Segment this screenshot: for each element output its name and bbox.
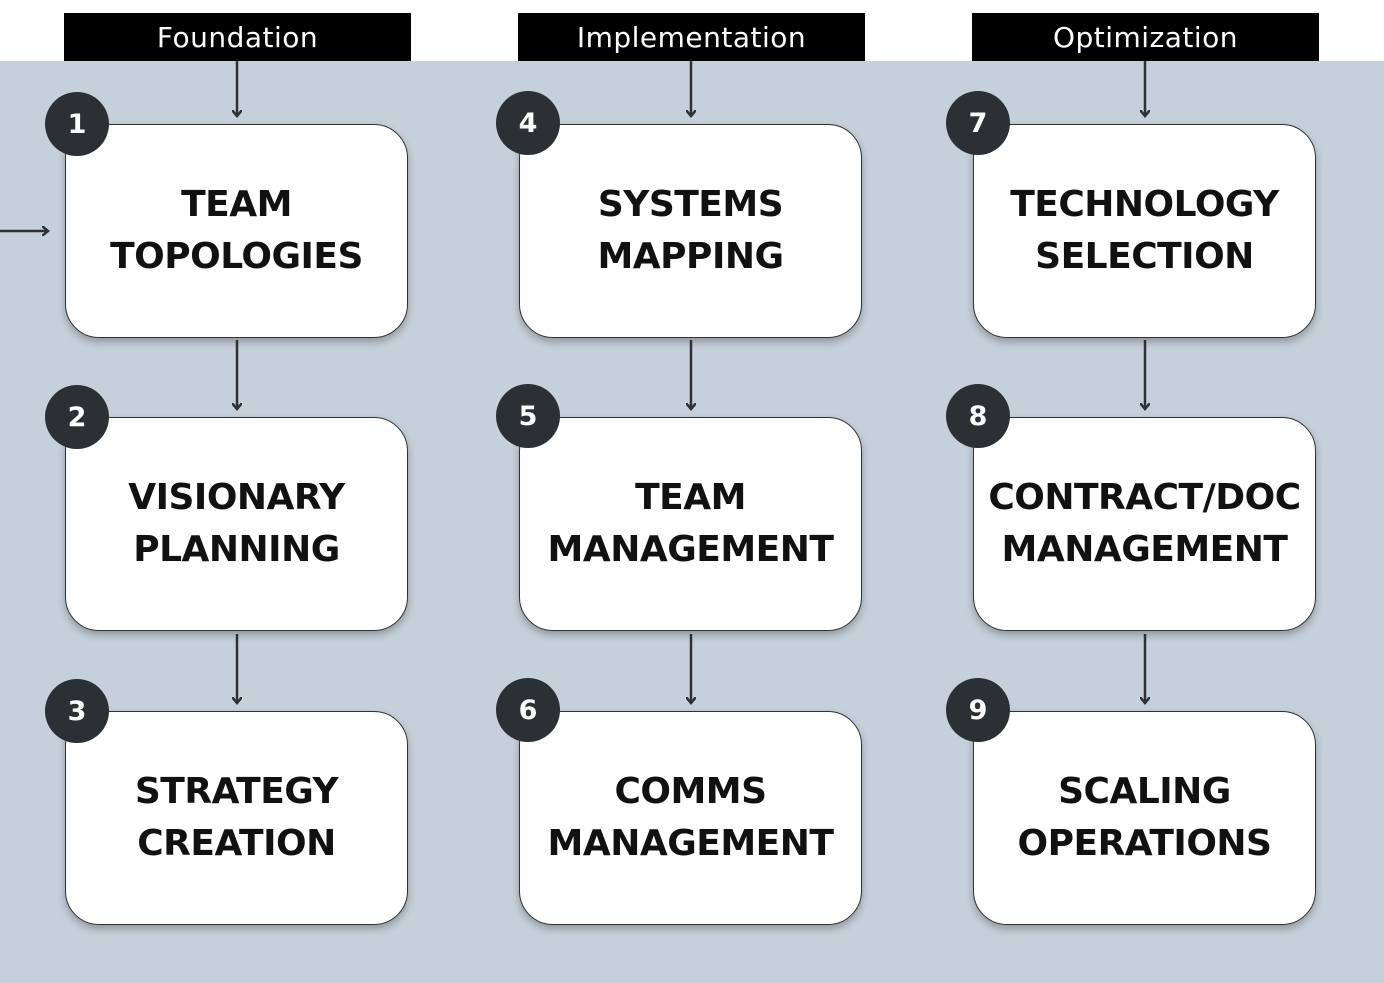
step-label-2: VISIONARY PLANNING	[128, 477, 345, 570]
step-number-badge-1: 1	[45, 92, 109, 156]
step-box-6: COMMS MANAGEMENT	[519, 711, 862, 925]
step-number-badge-9: 9	[946, 678, 1010, 742]
step-label-8: CONTRACT/DOC MANAGEMENT	[988, 477, 1301, 570]
step-number-badge-8: 8	[946, 384, 1010, 448]
step-number-badge-7: 7	[946, 91, 1010, 155]
step-box-7: TECHNOLOGY SELECTION	[973, 124, 1316, 338]
step-label-3: STRATEGY CREATION	[134, 771, 339, 864]
step-label-1: TEAM TOPOLOGIES	[110, 184, 363, 277]
step-box-3: STRATEGY CREATION	[65, 711, 408, 925]
step-number-badge-5: 5	[496, 384, 560, 448]
step-box-8: CONTRACT/DOC MANAGEMENT	[973, 417, 1316, 631]
column-header-optimization: Optimization	[972, 13, 1319, 61]
step-number-badge-6: 6	[496, 678, 560, 742]
step-number-badge-3: 3	[45, 679, 109, 743]
step-box-5: TEAM MANAGEMENT	[519, 417, 862, 631]
step-label-9: SCALING OPERATIONS	[1017, 771, 1272, 864]
step-box-1: TEAM TOPOLOGIES	[65, 124, 408, 338]
step-label-5: TEAM MANAGEMENT	[547, 477, 834, 570]
step-box-2: VISIONARY PLANNING	[65, 417, 408, 631]
step-label-4: SYSTEMS MAPPING	[597, 184, 784, 277]
step-box-9: SCALING OPERATIONS	[973, 711, 1316, 925]
column-header-implementation: Implementation	[518, 13, 865, 61]
step-label-6: COMMS MANAGEMENT	[547, 771, 834, 864]
step-number-badge-2: 2	[45, 385, 109, 449]
step-label-7: TECHNOLOGY SELECTION	[1010, 184, 1279, 277]
column-header-foundation: Foundation	[64, 13, 411, 61]
step-number-badge-4: 4	[496, 91, 560, 155]
step-box-4: SYSTEMS MAPPING	[519, 124, 862, 338]
